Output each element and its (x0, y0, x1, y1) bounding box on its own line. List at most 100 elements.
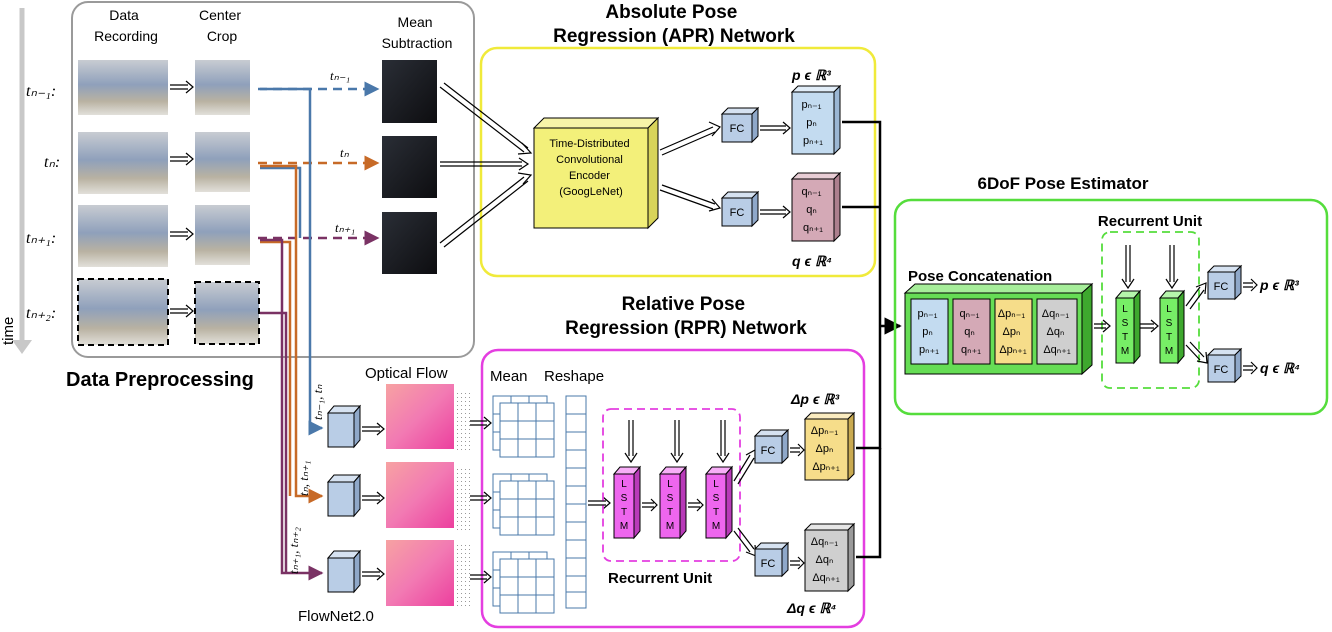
svg-text:M: M (712, 521, 720, 532)
svg-text:pₙ₋₁ pₙ pₙ₊₁: pₙ₋₁ pₙ pₙ₊₁ (917, 308, 940, 356)
apr-title-line1: Absolute Pose (605, 2, 737, 23)
preprocessing-panel (71, 1, 475, 358)
svg-text:L: L (667, 479, 673, 490)
encoder-input-arrows (439, 82, 533, 248)
pair-label-2: tₙ, tₙ₊₁ (296, 461, 311, 496)
svg-text:Mean Subtraction: Mean Subtraction (382, 14, 453, 51)
col-mean-line2: Subtraction (382, 35, 453, 51)
flownet-label: FlowNet2.0 (298, 608, 374, 625)
svg-text:FC: FC (761, 445, 776, 457)
arrow-label-tn+1: tₙ₊₁ (335, 220, 355, 235)
crop-arrows (170, 80, 194, 318)
col-crop-line2: Crop (207, 28, 238, 44)
arrow-label-tn-1: tₙ₋₁ (330, 68, 350, 83)
pose-concatenation-block: pₙ₋₁ pₙ pₙ₊₁ qₙ₋₁ qₙ qₙ₊₁ Δpₙ₋₁ Δpₙ Δpₙ₊… (903, 282, 1094, 376)
encoder-line3: Encoder (569, 170, 610, 182)
mean-grids (492, 395, 555, 614)
apr-fc-q: FC (720, 190, 760, 228)
pair-label-1: tₙ₋₁, tₙ (310, 384, 325, 420)
rpr-dq-block: Δqₙ₋₁ Δqₙ Δqₙ₊₁ (803, 522, 856, 593)
row-label-tn-1: tₙ₋₁: (26, 83, 56, 100)
rpr-recurrent-unit-label: Recurrent Unit (608, 570, 712, 587)
apr-p-label: p ϵ ℝ³ (791, 67, 831, 83)
svg-text:Center Crop: Center Crop (199, 7, 245, 44)
svg-text:FC: FC (1214, 281, 1229, 293)
svg-text:Δqₙ₋₁ Δqₙ Δqₙ₊₁: Δqₙ₋₁ Δqₙ Δqₙ₊₁ (1042, 308, 1072, 356)
rpr-fc-dq: FC (753, 541, 790, 578)
svg-text:M: M (666, 521, 674, 532)
cropped-images (194, 60, 260, 345)
flownet-cubes (326, 404, 362, 594)
optical-flow-images (386, 384, 470, 608)
flow-routing-lines (260, 87, 324, 581)
optical-flow-label: Optical Flow (365, 365, 448, 382)
estimator-panel (893, 198, 1329, 416)
apr-title-line2: Regression (APR) Network (553, 26, 795, 47)
svg-text:Absolute Pose Regression (: Absolute Pose Regression (APR) Network (553, 2, 795, 47)
col-recording-line1: Data (109, 7, 139, 23)
svg-text:M: M (1121, 346, 1129, 357)
row-label-tn: tₙ: (44, 154, 60, 171)
rpr-recurrent-unit-box (602, 408, 741, 562)
svg-text:qₙ₋₁ qₙ qₙ₊₁: qₙ₋₁ qₙ qₙ₊₁ (801, 186, 824, 234)
svg-text:Relative Pose Regression (: Relative Pose Regression (RPR) Network (565, 294, 807, 339)
svg-text:S: S (1122, 318, 1129, 329)
svg-text:L: L (713, 479, 719, 490)
rpr-dp-label: Δp ϵ ℝ³ (790, 391, 840, 407)
encoder-line1: Time-Distributed (549, 138, 629, 150)
row-label-tn+2: tₙ₊₂: (26, 305, 56, 322)
svg-text:L: L (1166, 304, 1172, 315)
svg-text:Data Recording: Data Recording (94, 7, 158, 44)
svg-text:S: S (1166, 318, 1173, 329)
svg-text:qₙ₋₁ qₙ qₙ₊₁: qₙ₋₁ qₙ qₙ₊₁ (959, 308, 982, 356)
apr-q-block: qₙ₋₁ qₙ qₙ₊₁ (790, 171, 842, 243)
svg-text:FC: FC (761, 558, 776, 570)
estimator-p-label: p ϵ ℝ³ (1259, 277, 1299, 293)
svg-text:Δpₙ₋₁ Δpₙ Δpₙ₊₁: Δpₙ₋₁ Δpₙ Δpₙ₊₁ (811, 425, 841, 473)
svg-text:T: T (667, 507, 673, 518)
mean-label: Mean (490, 368, 528, 385)
svg-text:FC: FC (1214, 364, 1229, 376)
encoder-line4: (GoogLeNet) (559, 186, 623, 198)
merge-lines (842, 120, 902, 559)
encoder-block: Time-Distributed Convolutional Encoder (… (532, 116, 660, 230)
svg-text:M: M (1165, 346, 1173, 357)
col-recording-line2: Recording (94, 28, 158, 44)
svg-text:pₙ₋₁ pₙ pₙ₊₁: pₙ₋₁ pₙ pₙ₊₁ (801, 99, 824, 147)
apr-q-label: q ϵ ℝ⁴ (792, 253, 832, 269)
arrow-label-tn: tₙ (340, 145, 350, 160)
svg-text:T: T (1122, 332, 1128, 343)
rpr-title-line1: Relative Pose (622, 294, 746, 315)
mean-subtracted-images (382, 60, 437, 274)
svg-text:Δpₙ₋₁ Δpₙ Δpₙ₊₁: Δpₙ₋₁ Δpₙ Δpₙ₊₁ (998, 308, 1028, 356)
estimator-fc-q: FC (1206, 347, 1243, 384)
svg-text:T: T (621, 507, 627, 518)
estimator-fc-p: FC (1206, 264, 1243, 301)
time-label: time (0, 317, 17, 345)
rpr-panel (480, 348, 866, 629)
svg-text:Δqₙ₋₁ Δqₙ Δqₙ₊₁: Δqₙ₋₁ Δqₙ Δqₙ₊₁ (811, 536, 841, 584)
encoder-output-arrows (659, 121, 722, 212)
estimator-recurrent-unit-label: Recurrent Unit (1098, 213, 1202, 230)
pair-label-3: tₙ₊₁, tₙ₊₂ (286, 527, 301, 574)
pose-concatenation-label: Pose Concatenation (908, 268, 1052, 285)
encoder-line2: Convolutional (556, 154, 623, 166)
col-crop-line1: Center (199, 7, 241, 23)
svg-text:S: S (667, 493, 674, 504)
svg-text:T: T (1166, 332, 1172, 343)
rpr-title-line2: Regression (RPR) Network (565, 318, 807, 339)
svg-text:FC: FC (730, 207, 745, 219)
estimator-recurrent-unit-box (1101, 231, 1200, 389)
row-label-tn+1: tₙ₊₁: (26, 230, 56, 247)
svg-text:Time-Distributed Convolu: Time-Distributed Convolutional Encoder (… (549, 138, 632, 198)
rpr-fc-dp: FC (753, 428, 790, 465)
reshape-column (565, 395, 587, 609)
apr-fc-p: FC (720, 106, 760, 144)
svg-text:S: S (621, 493, 628, 504)
svg-text:M: M (620, 521, 628, 532)
time-axis: time (0, 8, 32, 354)
estimator-q-label: q ϵ ℝ⁴ (1260, 360, 1300, 376)
